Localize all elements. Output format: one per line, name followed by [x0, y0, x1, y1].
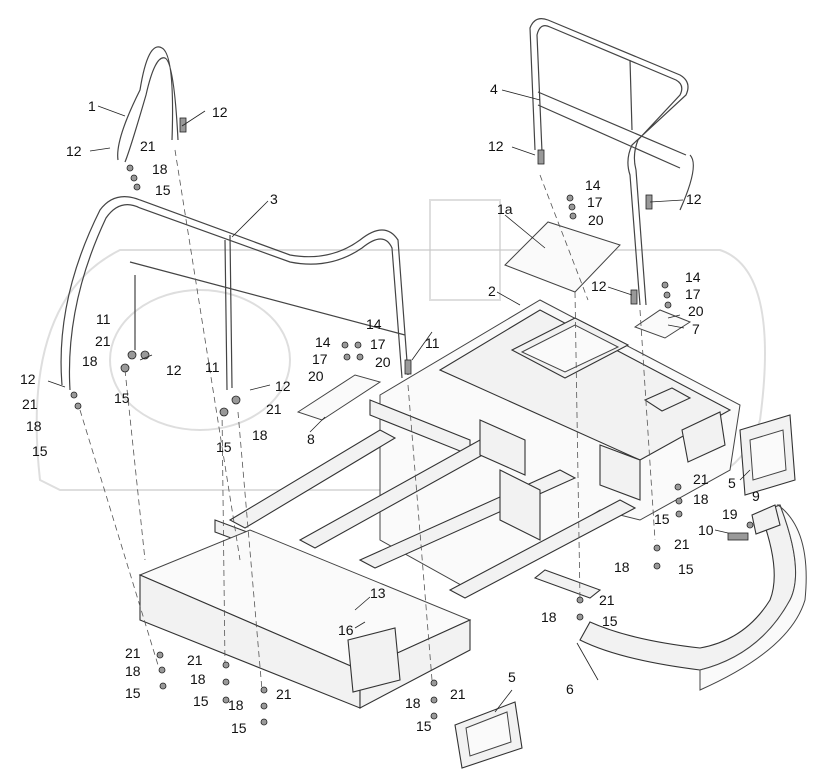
callout: 18: [405, 695, 421, 711]
callout: 21: [674, 536, 690, 552]
callout: 10: [698, 522, 714, 538]
bolt-10: [727, 532, 749, 541]
callout: 9: [752, 488, 760, 504]
callout: 12: [686, 191, 702, 207]
callout: 12: [66, 143, 82, 159]
handrail-4: [529, 18, 694, 306]
callout: 21: [22, 396, 38, 412]
callout: 21: [450, 686, 466, 702]
callout: 20: [688, 303, 704, 319]
callout: 21: [125, 645, 141, 661]
callout: 18: [152, 161, 168, 177]
callout: 15: [678, 561, 694, 577]
callout: 11: [96, 311, 111, 327]
callout: 18: [252, 427, 268, 443]
callout: 15: [114, 390, 130, 406]
callout: 21: [187, 652, 203, 668]
callout: 14: [585, 177, 601, 193]
assembly-lines: [79, 149, 656, 691]
hardware: [70, 117, 754, 726]
callout: 18: [693, 491, 709, 507]
callout: 15: [416, 718, 432, 734]
cover-plate-1a: [504, 221, 621, 293]
leader-lines: [47, 89, 751, 713]
callout: 1: [88, 98, 96, 114]
callout: 15: [193, 693, 209, 709]
callout: 5: [508, 669, 516, 685]
callout: 18: [228, 697, 244, 713]
callout-labels: 1 12 12 21 18 15 3 4 12 1a 14 17 20 12 2…: [20, 81, 760, 736]
callout: 14: [685, 269, 701, 285]
callout: 15: [654, 511, 670, 527]
callout: 15: [216, 439, 232, 455]
callout: 14: [366, 316, 382, 332]
callout: 12: [166, 362, 182, 378]
plate-9: [751, 504, 781, 535]
callout: 17: [370, 336, 386, 352]
callout: 1a: [497, 201, 513, 217]
callout: 21: [599, 592, 615, 608]
callout: 4: [490, 81, 498, 97]
callout: 17: [587, 194, 603, 210]
callout: 2: [488, 283, 496, 299]
callout: 7: [692, 321, 700, 337]
callout: 18: [190, 671, 206, 687]
callout: 15: [155, 182, 171, 198]
callout: 13: [370, 585, 386, 601]
bracket-8: [296, 374, 382, 421]
floor-plate: [138, 529, 472, 709]
callout: 15: [231, 720, 247, 736]
callout: 11: [425, 335, 440, 351]
callout: 16: [338, 622, 354, 638]
callout: 20: [308, 368, 324, 384]
callout: 6: [566, 681, 574, 697]
callout: 18: [125, 663, 141, 679]
callout: 8: [307, 431, 315, 447]
callout: 21: [693, 471, 709, 487]
callout: 14: [315, 334, 331, 350]
callout: 21: [140, 138, 156, 154]
callout: 11: [205, 359, 220, 375]
callout: 15: [32, 443, 48, 459]
callout: 15: [602, 613, 618, 629]
callout: 21: [276, 686, 292, 702]
callout: 19: [722, 506, 738, 522]
callout: 20: [375, 354, 391, 370]
callout: 20: [588, 212, 604, 228]
callout: 12: [212, 104, 228, 120]
callout: 5: [728, 475, 736, 491]
callout: 18: [82, 353, 98, 369]
callout: 15: [125, 685, 141, 701]
callout: 18: [26, 418, 42, 434]
callout: 18: [541, 609, 557, 625]
handrail-1: [117, 46, 179, 163]
callout: 12: [20, 371, 36, 387]
callout: 21: [95, 333, 111, 349]
callout: 21: [266, 401, 282, 417]
callout: 12: [275, 378, 291, 394]
callout: 17: [312, 351, 328, 367]
cover-plate-7: [633, 309, 692, 339]
callout: 12: [488, 138, 504, 154]
base-frame: [214, 299, 741, 599]
callout: 12: [591, 278, 607, 294]
handrail-3: [60, 196, 409, 391]
callout: 3: [270, 191, 278, 207]
callout: 18: [614, 559, 630, 575]
callout: 17: [685, 286, 701, 302]
